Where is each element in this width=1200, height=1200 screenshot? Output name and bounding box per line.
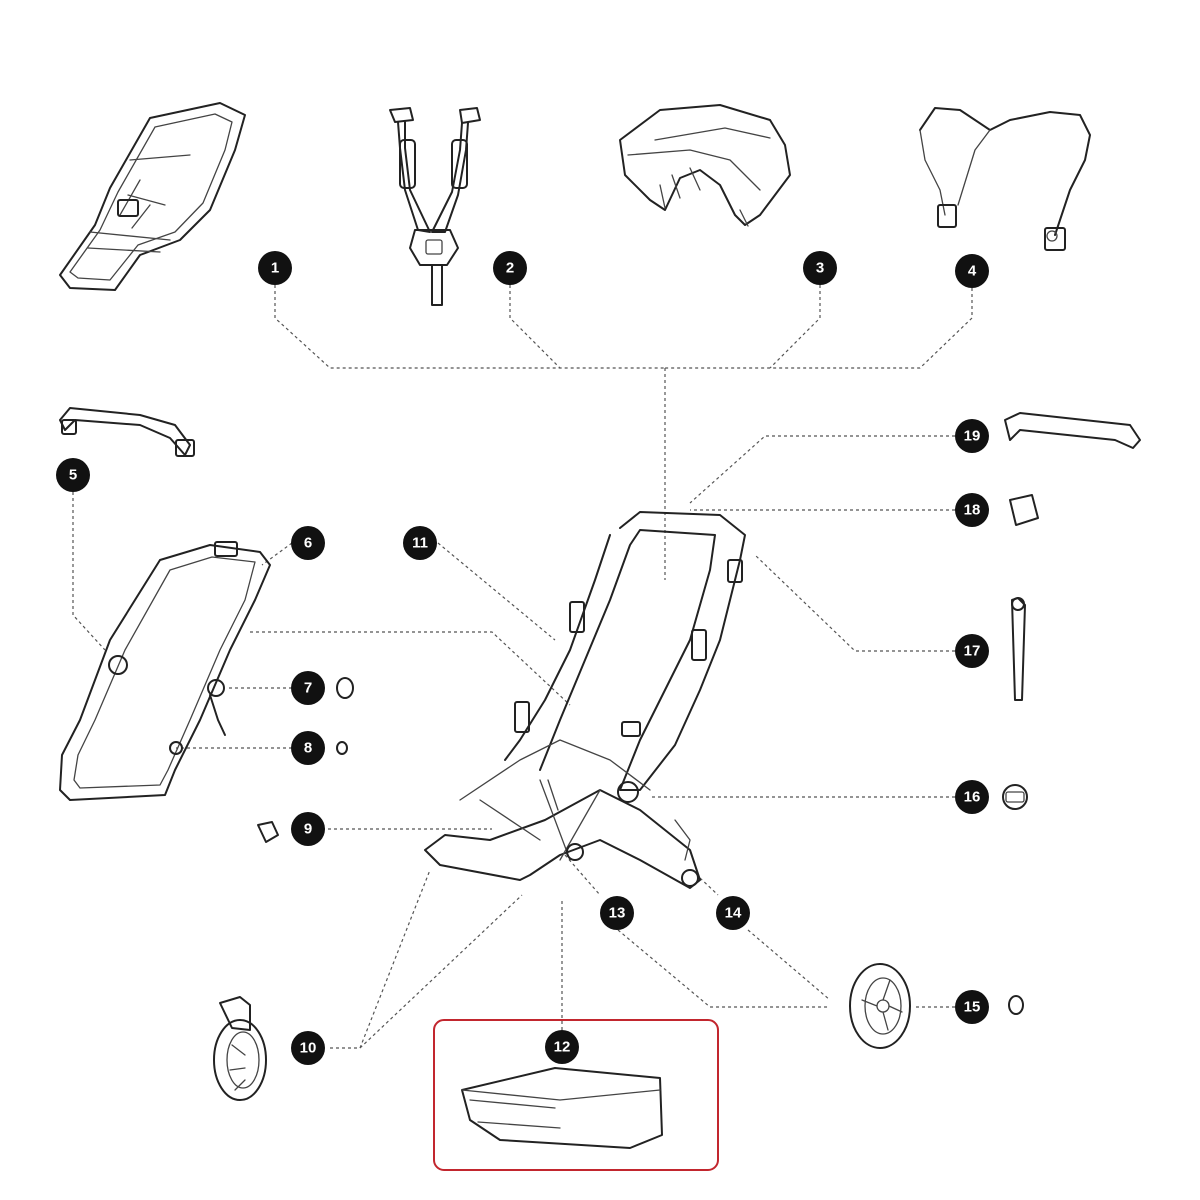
callout-9[interactable]: 9 [291, 812, 325, 846]
callout-3-circle [803, 251, 837, 285]
canopy-part [619, 104, 791, 227]
callout-1-label: 1 [271, 260, 279, 277]
seat-frame-part [59, 541, 271, 801]
callout-12-label: 12 [554, 1039, 571, 1056]
callout-8-circle [291, 731, 325, 765]
rear-wheel-part [849, 963, 1024, 1049]
callout-12[interactable]: 12 [545, 1030, 579, 1064]
callout-15-label: 15 [964, 999, 981, 1016]
callout-10-circle [291, 1031, 325, 1065]
callout-6[interactable]: 6 [291, 526, 325, 560]
harness-part [389, 107, 481, 306]
callout-16-label: 16 [964, 789, 981, 806]
callout-3-label: 3 [816, 260, 824, 277]
callout-17-label: 17 [964, 643, 981, 660]
callout-11-circle [403, 526, 437, 560]
seat-liner-part [59, 102, 246, 291]
callout-16-circle [955, 780, 989, 814]
basket-part [461, 1067, 663, 1149]
callout-14[interactable]: 14 [716, 896, 750, 930]
callout-18-label: 18 [964, 502, 981, 519]
callout-12-circle [545, 1030, 579, 1064]
callout-15[interactable]: 15 [955, 990, 989, 1024]
callout-13[interactable]: 13 [600, 896, 634, 930]
chassis-part [424, 511, 746, 889]
callout-7-label: 7 [304, 680, 312, 697]
callout-7-circle [291, 671, 325, 705]
callout-13-circle [600, 896, 634, 930]
callout-8[interactable]: 8 [291, 731, 325, 765]
callout-15-circle [955, 990, 989, 1024]
callout-1[interactable]: 1 [258, 251, 292, 285]
bumper-bar-part [59, 407, 195, 457]
canopy-frame-part [919, 107, 1091, 251]
callout-17-circle [955, 634, 989, 668]
callout-11[interactable]: 11 [403, 526, 437, 560]
callout-19-label: 19 [964, 428, 981, 445]
callout-10-label: 10 [300, 1040, 317, 1057]
callout-14-circle [716, 896, 750, 930]
callout-9-label: 9 [304, 821, 312, 838]
callout-18[interactable]: 18 [955, 493, 989, 527]
leader-lines [72, 285, 973, 1049]
callout-8-label: 8 [304, 740, 312, 757]
callout-7[interactable]: 7 [291, 671, 325, 705]
callout-4-label: 4 [968, 263, 977, 280]
callout-14-label: 14 [725, 905, 742, 922]
front-wheel-part [213, 996, 267, 1101]
highlight-box-basket [433, 1019, 719, 1171]
right-side-parts [1002, 412, 1141, 810]
callout-9-circle [291, 812, 325, 846]
callout-6-circle [291, 526, 325, 560]
callout-16[interactable]: 16 [955, 780, 989, 814]
small-parts [257, 677, 354, 843]
callout-11-label: 11 [412, 535, 428, 552]
callout-18-circle [955, 493, 989, 527]
callout-10[interactable]: 10 [291, 1031, 325, 1065]
callout-19-circle [955, 419, 989, 453]
callout-2-label: 2 [506, 260, 514, 277]
callout-2-circle [493, 251, 527, 285]
callout-5-label: 5 [69, 467, 77, 484]
callout-5-circle [56, 458, 90, 492]
callout-6-label: 6 [304, 535, 312, 552]
callout-13-label: 13 [609, 905, 626, 922]
callout-3[interactable]: 3 [803, 251, 837, 285]
callout-4[interactable]: 4 [955, 254, 989, 288]
callout-1-circle [258, 251, 292, 285]
callout-5[interactable]: 5 [56, 458, 90, 492]
callout-19[interactable]: 19 [955, 419, 989, 453]
callout-2[interactable]: 2 [493, 251, 527, 285]
callout-17[interactable]: 17 [955, 634, 989, 668]
callout-4-circle [955, 254, 989, 288]
